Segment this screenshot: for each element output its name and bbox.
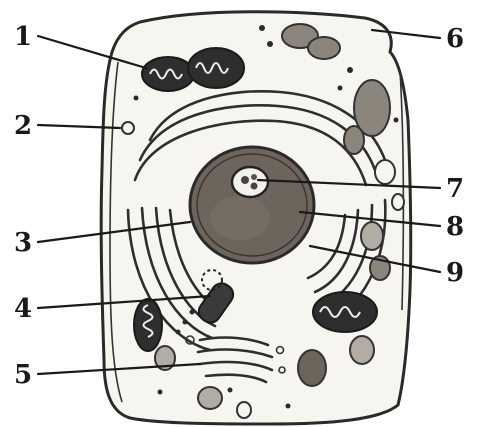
nucleolus bbox=[232, 167, 268, 197]
nucleus bbox=[190, 147, 314, 263]
label-2: 2 bbox=[14, 111, 32, 141]
mitochondrion bbox=[134, 299, 162, 351]
label-8: 8 bbox=[446, 212, 464, 242]
label-4: 4 bbox=[14, 294, 32, 324]
mitochondrion bbox=[142, 57, 194, 91]
label-6: 6 bbox=[446, 24, 464, 54]
mitochondrion bbox=[188, 48, 244, 88]
label-7: 7 bbox=[446, 174, 464, 204]
label-9: 9 bbox=[446, 258, 464, 288]
mitochondrion bbox=[313, 292, 377, 332]
label-1: 1 bbox=[14, 22, 32, 52]
label-5: 5 bbox=[14, 360, 32, 390]
label-3: 3 bbox=[14, 228, 32, 258]
